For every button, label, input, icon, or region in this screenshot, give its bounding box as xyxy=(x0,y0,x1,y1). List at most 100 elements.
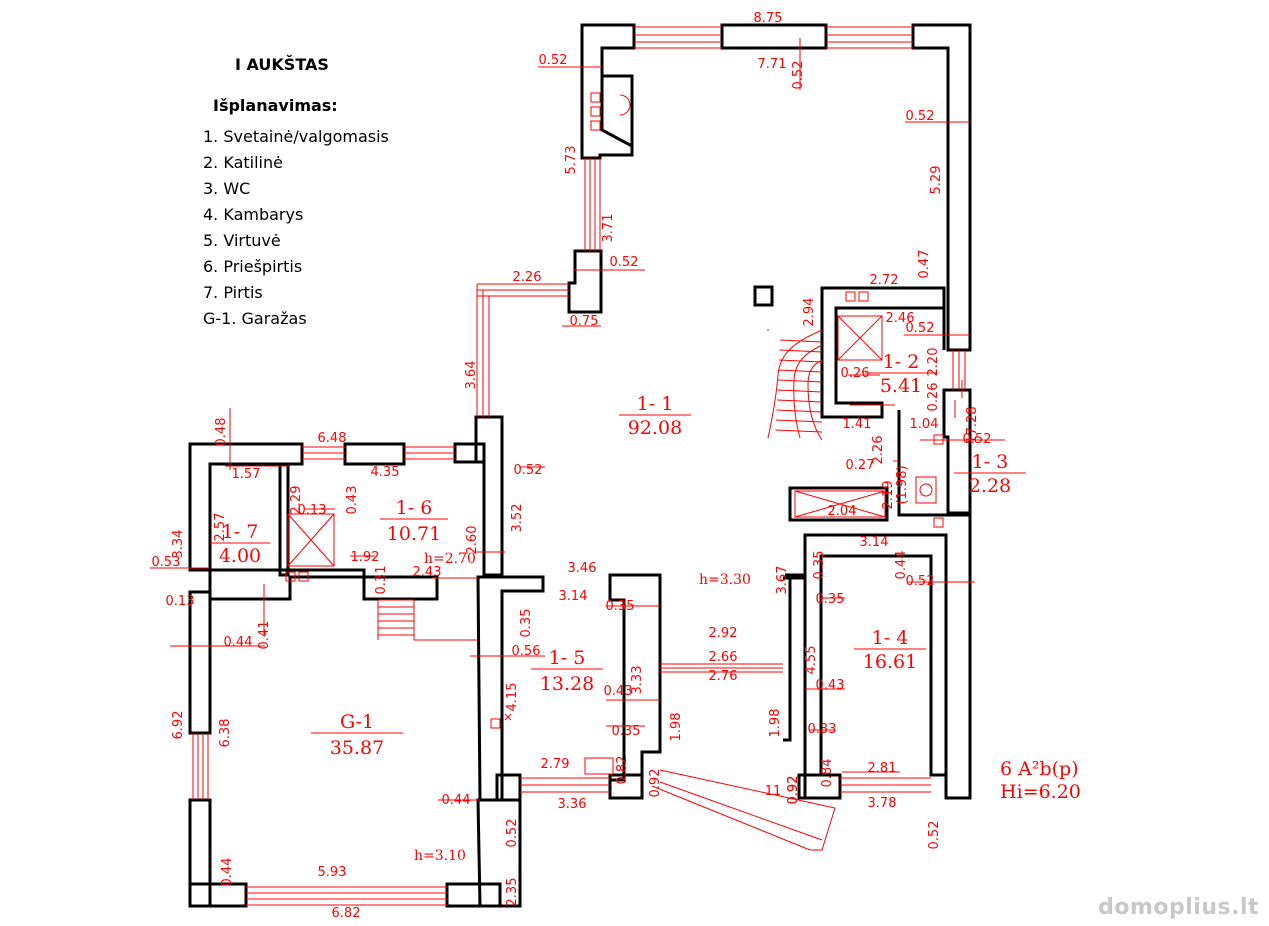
stair-step xyxy=(775,419,823,423)
dimension-label: 3.46 xyxy=(568,561,597,576)
hatch-box xyxy=(794,490,886,518)
dimension-label: 2.72 xyxy=(870,273,899,288)
dimension-label: 0.52 xyxy=(906,109,935,124)
dimension-label: 3.14 xyxy=(559,589,588,604)
hob-symbol xyxy=(504,713,512,721)
dimension-label: 1.92 xyxy=(351,550,380,565)
wall-outline xyxy=(188,798,212,908)
dimension-label: 6.48 xyxy=(318,431,347,446)
dimension-label: 0.33 xyxy=(808,722,837,737)
dimension-label: 3.14 xyxy=(860,535,889,550)
dimension-label: 2.26 xyxy=(871,436,886,465)
dimension-label: 2.29 xyxy=(289,486,304,515)
dimension-label: 0.26 xyxy=(841,366,870,381)
dimension-label: 0.52 xyxy=(539,53,568,68)
dimension-label: 0.53 xyxy=(152,555,181,570)
list-item: 1. Svetainė/valgomasis xyxy=(203,127,389,146)
dimension-label: 0.35 xyxy=(812,551,827,580)
room-area: 92.08 xyxy=(628,417,682,439)
list-item: 2. Katilinė xyxy=(203,153,283,172)
dimension-label: 1.04 xyxy=(910,417,939,432)
dimension-label: 0.47 xyxy=(917,250,932,279)
room-area: 2.28 xyxy=(969,475,1011,497)
dimension-label: 0.31 xyxy=(374,566,389,595)
room-number: 1- 6 xyxy=(396,497,433,519)
layout-heading: Išplanavimas: xyxy=(213,96,338,115)
dimension-label: 1.98 xyxy=(669,713,684,742)
windows xyxy=(192,26,966,906)
dimension-label: 8.75 xyxy=(754,11,783,26)
dimension-label: 0.84 xyxy=(820,759,835,788)
room-area: 10.71 xyxy=(387,523,441,545)
vent-square xyxy=(933,517,944,528)
wall-outline xyxy=(188,590,212,735)
dimension-label: 0.82 xyxy=(615,756,630,785)
dimension-label: 0.35 xyxy=(816,592,845,607)
wall-outline xyxy=(931,513,972,800)
wall-outline xyxy=(445,882,502,908)
dimension-label: 3.67 xyxy=(775,566,790,595)
dimension-label: 0.13 xyxy=(166,594,195,609)
room-labels: 1- 192.081- 25.411- 32.281- 416.611- 513… xyxy=(210,351,1081,864)
wall-outline xyxy=(820,286,946,419)
chimney-diagonal xyxy=(287,513,335,567)
room-area: 35.87 xyxy=(330,737,384,759)
stair-curve xyxy=(767,329,823,439)
dimension-label: 0.52 xyxy=(927,821,942,850)
vent-square xyxy=(298,571,309,582)
dimension-label: 3.78 xyxy=(868,796,897,811)
dimension-label: 0.52 xyxy=(906,574,935,589)
dimension-label: 1.98 xyxy=(768,709,783,738)
dimension-label: 3.33 xyxy=(630,666,645,695)
dimension-label: 0.35 xyxy=(519,609,534,638)
stair-step xyxy=(778,369,823,373)
stair-step xyxy=(776,409,823,413)
sink-box xyxy=(584,757,614,775)
list-item: 5. Virtuvė xyxy=(203,231,281,250)
dimension-label: 0.56 xyxy=(512,644,541,659)
dimension-label: 2.20 xyxy=(926,348,941,377)
room-number: 1- 7 xyxy=(222,521,259,543)
wall-outline xyxy=(453,442,486,464)
ceiling-height: h=2.70 xyxy=(424,551,476,567)
dimension-label: 3.64 xyxy=(464,361,479,390)
vent-square xyxy=(490,718,501,729)
stair-step xyxy=(777,389,823,393)
room-area: 13.28 xyxy=(540,673,594,695)
vent-square xyxy=(590,92,601,103)
dimension-label: 2.04 xyxy=(828,504,857,519)
dimension-label: 2.60 xyxy=(465,526,480,555)
ceiling-height: h=3.10 xyxy=(414,848,466,864)
room-number: 1- 3 xyxy=(972,451,1009,473)
dimension-label: 2.19 xyxy=(881,481,896,510)
dimension-label: 0.44 xyxy=(894,551,909,580)
room-area: 5.41 xyxy=(880,375,922,397)
stair-step xyxy=(779,339,823,343)
dimension-label: 2.94 xyxy=(802,298,817,327)
chimney-diagonal xyxy=(837,315,883,361)
room-list: 1. Svetainė/valgomasis 2. Katilinė 3. WC… xyxy=(203,124,389,332)
dimension-label: 11 xyxy=(765,784,782,799)
chimney-box xyxy=(837,315,883,361)
wall-outline xyxy=(362,575,439,601)
dimension-label: 0.27 xyxy=(846,458,875,473)
hatch-diagonal xyxy=(794,490,886,518)
dimension-label: 0.43 xyxy=(816,678,845,693)
dimension-label: 0.48 xyxy=(214,418,229,447)
door-swing xyxy=(651,769,836,851)
dimension-label: 4.15 xyxy=(505,683,520,712)
dimension-label: 0.26 xyxy=(926,383,941,412)
wall-outline xyxy=(580,23,636,160)
dimension-label: 3.71 xyxy=(601,214,616,243)
wall-outline xyxy=(608,773,644,800)
dimension-label: 1.41 xyxy=(843,417,872,432)
dimension-label: 0.43 xyxy=(345,486,360,515)
dimension-label: 0.75 xyxy=(570,314,599,329)
door-swing xyxy=(659,781,823,841)
dimension-label: 6.38 xyxy=(218,719,233,748)
toilet-tank xyxy=(915,476,937,504)
wall-outline xyxy=(502,773,522,800)
dimension-label: 5.93 xyxy=(318,865,347,880)
wall-outline xyxy=(897,410,948,517)
dimension-label: 0.52 xyxy=(791,61,806,90)
